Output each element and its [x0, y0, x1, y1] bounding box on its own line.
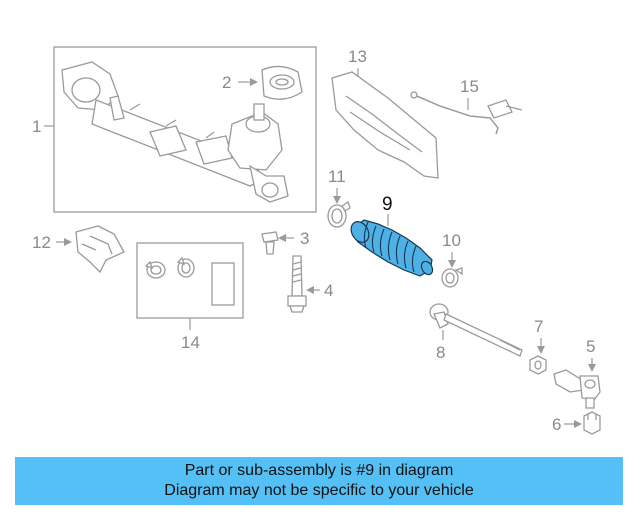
callout-13: 13 [348, 47, 367, 66]
part-7-jam-nut [529, 355, 547, 375]
part-3-bolt [261, 231, 279, 255]
callout-3: 3 [300, 229, 309, 248]
part-1-frame [53, 46, 317, 213]
callout-7: 7 [534, 317, 543, 336]
part-11-boot-clamp [327, 200, 351, 228]
callout-1: 1 [32, 117, 41, 136]
part-12-bracket [75, 225, 125, 274]
callout-12: 12 [32, 233, 51, 252]
callout-14: 14 [181, 333, 200, 352]
part-5-outer-tie-rod-end [553, 369, 601, 409]
part-1-steering-gear [61, 61, 289, 203]
callout-9: 9 [382, 194, 393, 215]
callout-15: 15 [460, 77, 479, 96]
part-14-boot-kit [144, 256, 235, 306]
part-13-heat-shield [331, 71, 439, 179]
part-9-tie-rod-boot [350, 219, 434, 277]
callout-10: 10 [442, 231, 461, 250]
part-4-mounting-bolt [287, 255, 307, 313]
caption-banner: Part or sub-assembly is #9 in diagram Di… [15, 457, 623, 505]
caption-line-2: Diagram may not be specific to your vehi… [164, 482, 474, 499]
part-10-boot-clamp [441, 267, 463, 288]
parts-diagram: 1 2 13 15 11 [32, 46, 601, 435]
callout-2: 2 [222, 73, 231, 92]
callout-5: 5 [586, 337, 595, 356]
callout-6: 6 [552, 415, 561, 434]
callout-8: 8 [436, 343, 445, 362]
part-15-hose [410, 91, 523, 135]
callout-11: 11 [328, 167, 346, 186]
part-6-castle-nut [583, 411, 601, 435]
caption-line-1: Part or sub-assembly is #9 in diagram [184, 462, 454, 479]
callout-4: 4 [324, 281, 333, 300]
part-2-mount-bushing [261, 65, 303, 100]
part-8-inner-tie-rod [429, 303, 523, 357]
